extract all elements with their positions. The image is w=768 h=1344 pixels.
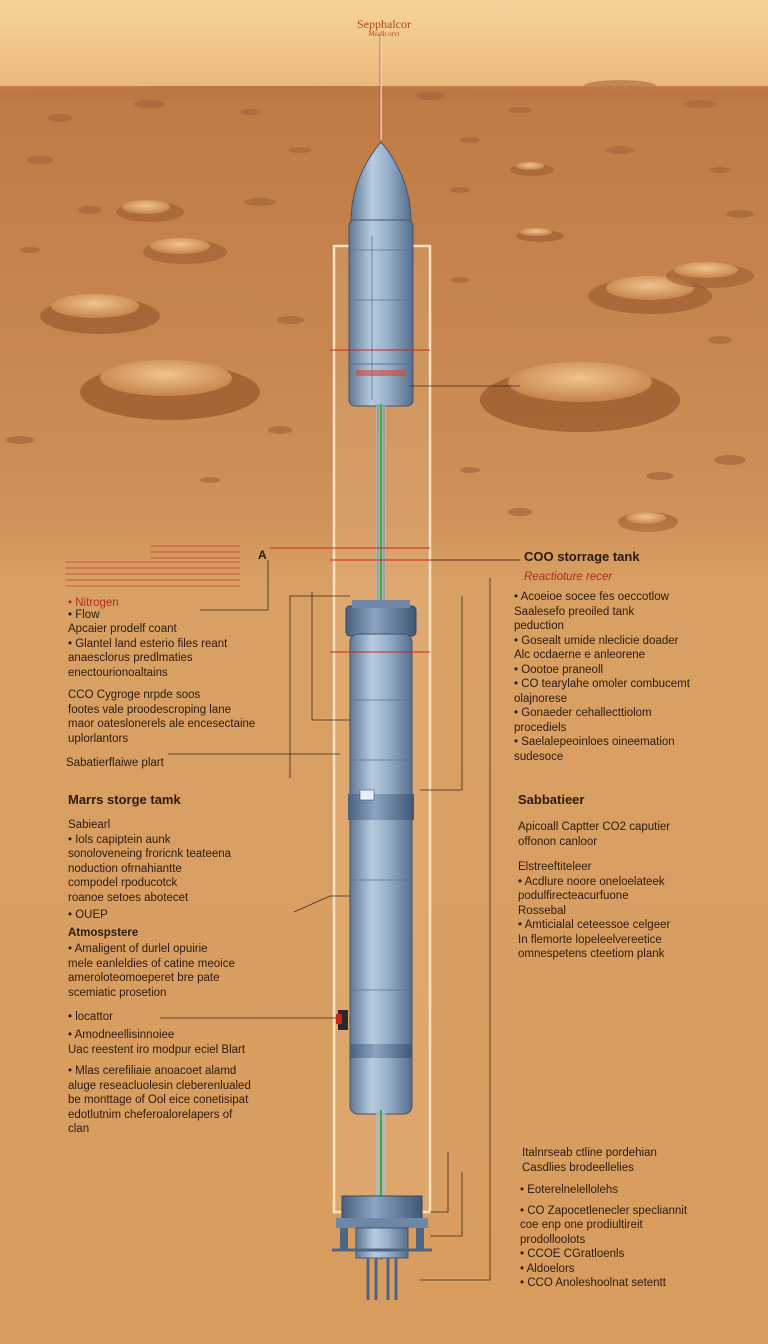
hatch-grid xyxy=(66,545,240,587)
legend-flow: • Flow xyxy=(68,609,100,621)
left-block-3: Sabiearl • Iols capiptein aunk sonoloven… xyxy=(68,819,232,904)
lower-storage-tank xyxy=(336,600,417,1115)
terrain-rocks xyxy=(6,92,754,516)
marker-a: A xyxy=(258,548,267,562)
reactor-label: Reactioture recer xyxy=(524,571,613,583)
left-block-4: • Amaligent of durlel opuirie mele eanle… xyxy=(68,943,235,999)
upper-storage-tank xyxy=(348,141,414,407)
right-block-4: • Eoterelnelellolehs • CO Zapocetlenecle… xyxy=(520,1184,688,1289)
right-block-1: • Acoeioe socee fes oeccotlow Saalesefo … xyxy=(514,591,690,763)
left-block-2: CCO Cygroge nrpde soos footes vale prood… xyxy=(68,689,256,745)
sky xyxy=(0,0,768,90)
left-block-5: • Amodneellisinnoiee Uac reestent iro mo… xyxy=(68,1029,246,1056)
heading-atmosphere: Atmospstere xyxy=(68,927,139,939)
left-block-1: Apcaier prodelf coant • Glantel land est… xyxy=(68,623,228,679)
left-block-6: • Mlas cerefiliaie anoacoet alamd aluge … xyxy=(68,1065,251,1135)
sabatier-plant-label: Sabatierflaiwe plart xyxy=(66,757,164,769)
leader-lines xyxy=(160,385,520,1281)
flow-pipe-upper xyxy=(376,404,386,610)
capture-label: Apicoall Captter CO2 caputier offonon ca… xyxy=(518,821,671,848)
base-assembly xyxy=(332,1195,432,1300)
heading-sabatier: Sabbatieer xyxy=(518,792,585,807)
legend-nitrogen: • Nitrogen xyxy=(68,597,119,609)
ouep-label: • OUEP xyxy=(68,909,108,921)
heading-co-storage: COO storrage tank xyxy=(524,549,640,564)
right-block-2: Elstreeftiteleer • Acdlure noore oneloel… xyxy=(518,861,671,960)
top-title: Sepphalcor xyxy=(357,17,411,31)
top-subtitle: Mealh orvt xyxy=(368,30,400,38)
heading-mars-storage: Marrs storge tamk xyxy=(68,792,181,807)
locator-label: • locattor xyxy=(68,1011,113,1023)
right-block-3: Italnrseab ctline pordehian Casdlies bro… xyxy=(522,1147,657,1174)
